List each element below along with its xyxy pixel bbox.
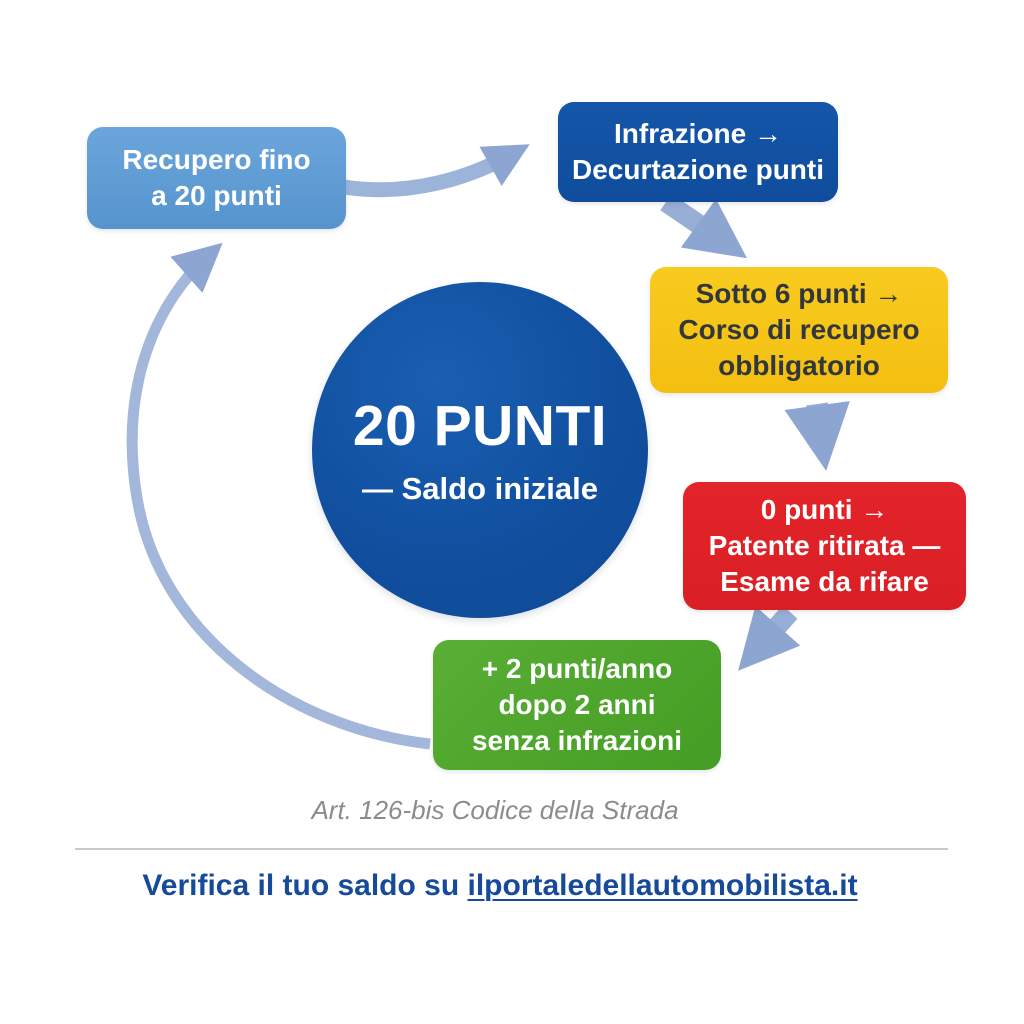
center-circle-subtitle: — Saldo iniziale [362,471,598,506]
node-sotto6-line: obbligatorio [718,349,880,381]
law-reference-caption: Art. 126-bis Codice della Strada [311,795,679,825]
node-bonus-punti-line: senza infrazioni [471,724,683,756]
node-sotto6-line: Corso di recupero [678,314,920,346]
node-zero-punti-line: Esame da rifare [720,565,929,597]
node-recupero-line: a 20 punti [151,180,282,211]
node-infrazione-line: Infrazione → [613,118,782,150]
node-sotto6-line: Sotto 6 punti → [695,278,903,310]
arrow-sotto6-to-zero [784,401,850,471]
node-bonus-punti-line: dopo 2 anni [498,689,656,721]
center-circle: 20 PUNTI — Saldo iniziale [312,282,648,618]
arrow-recupero-to-infrazione [342,144,530,198]
node-recupero-line: Recupero fino [122,144,311,176]
node-zero-punti-line: 0 punti → [760,494,889,526]
footer-divider [75,848,948,850]
footer-portal-link[interactable]: ilportaledellautomobilista.it [467,869,858,902]
center-circle-title: 20 PUNTI [352,394,608,458]
node-recupero: Recupero fino a 20 punti [87,127,346,229]
node-zero-punti-line: Patente ritirata — [708,530,941,562]
node-zero-punti: 0 punti → Patente ritirata — Esame da ri… [683,482,966,610]
arrow-infrazione-to-sotto6 [660,193,748,259]
node-infrazione: Infrazione → Decurtazione punti [558,102,838,202]
node-sotto6: Sotto 6 punti → Corso di recupero obblig… [650,267,948,393]
node-infrazione-line: Decurtazione punti [571,154,824,185]
node-bonus-punti-line: + 2 punti/anno [481,653,673,685]
arrow-zero-to-bonus [738,605,801,671]
footer-text: Verifica il tuo saldo su ilportaledellau… [0,869,1000,903]
node-bonus-punti: + 2 punti/anno dopo 2 anni senza infrazi… [433,640,721,770]
footer-text-prefix: Verifica il tuo saldo su [142,869,468,902]
